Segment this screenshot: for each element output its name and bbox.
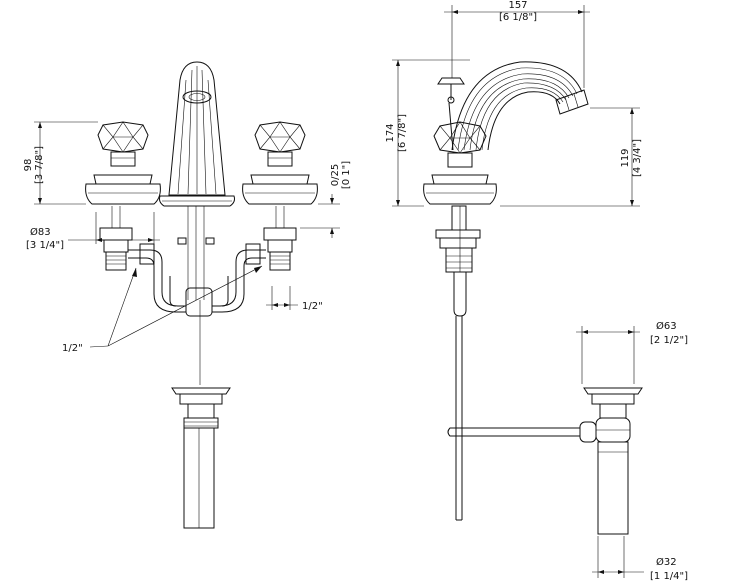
side-handle [423,121,497,205]
dim-total-height-mm: 174 [385,123,396,142]
dim-handle-height-mm: 98 [23,159,34,172]
dim-deck-thickness: 0/25 [0 1"] [300,161,352,238]
dim-spout-height: 119 [4 3/4"] [500,107,643,207]
dim-shank-mm: Ø83 [30,226,51,238]
dim-connection-leader: 1/2" [62,265,263,354]
dim-connection-right: 1/2" [266,286,323,312]
dim-handle-height: 98 [3 7/8"] [23,121,98,205]
dim-drain-flange-in: [2 1/2"] [650,335,688,346]
front-view: 98 [3 7/8"] 0/25 [0 1"] Ø83 [3 1/4"] [23,61,352,529]
side-view: 157 [6 1/8"] 174 [6 7/8"] 119 [4 3/4"] [385,0,688,582]
front-spout [159,61,235,207]
front-shanks [111,206,285,385]
dim-drain-flange-mm: Ø63 [656,320,677,332]
side-popup-lever [437,77,465,151]
dim-shank-in: [3 1/4"] [26,240,64,251]
dim-drain-flange: Ø63 [2 1/2"] [576,320,688,384]
dim-shank-diameter: Ø83 [3 1/4"] [26,212,160,251]
side-spout [451,61,589,151]
dim-deck-in: [0 1"] [341,161,352,189]
dim-reach-in: [6 1/8"] [499,12,537,23]
dim-total-height: 174 [6 7/8"] [385,59,470,207]
dim-reach-mm: 157 [508,0,527,11]
dim-spout-reach: 157 [6 1/8"] [444,0,590,88]
front-hoses [128,243,266,317]
dim-spout-height-mm: 119 [620,148,631,167]
dim-total-height-in: [6 7/8"] [397,114,408,152]
dim-deck-mm: 0/25 [330,164,341,186]
front-left-handle [85,121,161,271]
front-right-handle [242,121,318,271]
side-underdeck [435,205,597,521]
side-drain [583,387,643,535]
dim-handle-height-in: [3 7/8"] [34,146,45,184]
dim-drain-tail-in: [1 1/4"] [650,571,688,582]
dim-drain-tail: Ø32 [1 1/4"] [592,536,688,582]
dim-connection-left-label: 1/2" [62,343,83,354]
front-drain [171,387,231,529]
dim-connection-right-label: 1/2" [302,301,323,312]
dim-spout-height-in: [4 3/4"] [632,139,643,177]
dim-drain-tail-mm: Ø32 [656,556,677,568]
